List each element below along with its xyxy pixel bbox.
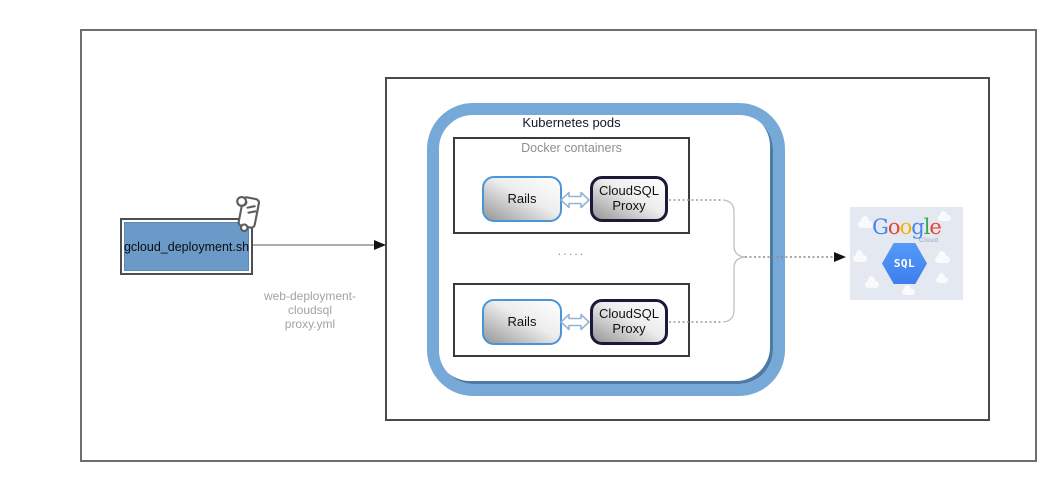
google-cloud-sub-label: Cloud [919,237,939,244]
google-logo-letter: G [872,215,889,239]
yaml-file-label-line2: cloudsql [287,303,333,317]
rails-container-1: Rails [482,176,562,222]
yaml-file-label-line1: web-deployment- [263,289,357,303]
deployment-script-box: gcloud_deployment.sh [120,218,253,275]
google-cloud-sql-icon: Google Cloud SQL [850,207,963,300]
sql-label: SQL [893,257,916,270]
cloud-decoration-icon [935,250,950,263]
google-logo: Google [850,215,963,239]
cloud-decoration-icon [936,272,948,283]
deployment-script-label: gcloud_deployment.sh [123,239,250,254]
diagram-outer-frame [80,29,1037,462]
yaml-file-label-line3: proxy.yml [284,317,336,331]
cloud-decoration-icon [938,210,951,221]
google-logo-letter: e [929,215,941,239]
script-scroll-icon [236,195,261,233]
cloudsql-proxy-container-2: CloudSQL Proxy [590,299,668,345]
rails-container-2: Rails [482,299,562,345]
yaml-file-label: web-deployment- cloudsql proxy.yml [252,289,368,331]
cloud-decoration-icon [853,249,867,262]
cloudsql-proxy-container-1: CloudSQL Proxy [590,176,668,222]
deployment-script-fill: gcloud_deployment.sh [124,222,249,271]
google-logo-letter: o [899,215,913,239]
bidirectional-arrow-icon-1 [560,191,590,209]
cloud-decoration-icon [902,284,915,295]
google-logo-letter: g [911,215,924,239]
kubernetes-pods-label: Kubernetes pods [522,115,621,130]
bidirectional-arrow-icon-2 [560,313,590,331]
cloud-decoration-icon [865,275,879,288]
cloud-decoration-icon [858,215,873,228]
google-logo-letter: o [887,215,901,239]
google-logo-letter: l [923,215,931,239]
sql-hexagon-icon: SQL [882,243,927,284]
docker-containers-label: Docker containers [521,141,622,155]
more-pods-ellipsis: ..... [557,243,586,258]
